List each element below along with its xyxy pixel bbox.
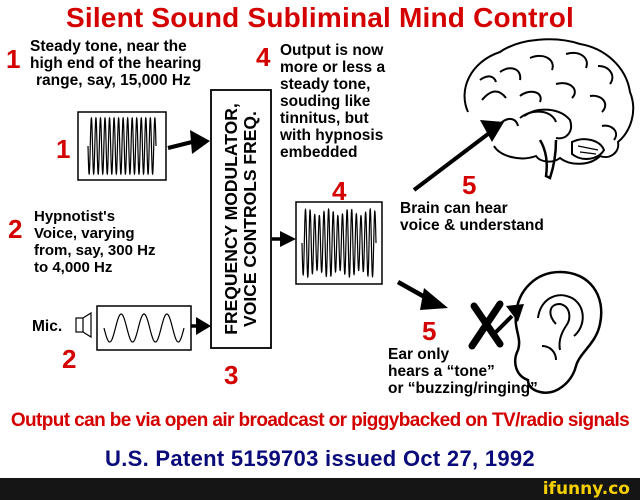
step1-label: 1 <box>56 134 71 164</box>
ear-caption: Ear only hears a “tone” or “buzzing/ring… <box>388 346 538 397</box>
step3-label: 3 <box>224 360 239 390</box>
brain-icon <box>463 38 635 180</box>
watermark-logo: ifunny.co <box>542 479 630 499</box>
step2-label: 2 <box>62 344 77 374</box>
broadcast-note: Output can be via open air broadcast or … <box>10 410 630 431</box>
brain-caption-line: voice & understand <box>400 217 544 234</box>
step5-ear-label: 5 <box>422 316 437 346</box>
arrow-to-ear <box>396 280 448 310</box>
step4-line: tinnitus, but <box>280 110 369 127</box>
step2-description: Hypnotist's Voice, varying from, say, 30… <box>34 208 155 276</box>
step4-line: embedded <box>280 144 358 161</box>
arrow-to-brain <box>412 120 504 192</box>
modulator-text-wrap: FREQUENCY MODULATOR, VOICE CONTROLS FREQ… <box>211 90 271 348</box>
ear-caption-line: Ear only <box>388 346 450 363</box>
step1-line: high end of the hearing <box>30 55 202 72</box>
voice-box <box>96 305 192 351</box>
modulator-line: VOICE CONTROLS FREQ. <box>240 111 260 327</box>
modulator-box <box>210 89 272 349</box>
step2-line: from, say, 300 Hz <box>34 242 156 259</box>
ear-icon <box>514 270 603 394</box>
mic-label: Mic. <box>32 318 63 335</box>
step2-line: Hypnotist's <box>34 208 116 225</box>
output-wave <box>301 207 377 279</box>
steady-tone-wave <box>87 116 157 176</box>
step4-description: Output is now more or less a steady tone… <box>280 42 385 161</box>
arrow-into-ear <box>492 304 524 336</box>
modulator-text: FREQUENCY MODULATOR, VOICE CONTROLS FREQ… <box>221 94 260 344</box>
modulator-line: FREQUENCY MODULATOR, <box>221 103 241 335</box>
arrow-head-2 <box>196 317 211 335</box>
step4-label: 4 <box>332 176 347 206</box>
step1-line: range, say, 15,000 Hz <box>36 72 191 89</box>
step4-line: with hypnosis <box>280 127 384 144</box>
brain-caption-line: Brain can hear <box>400 200 508 217</box>
step1-description: Steady tone, near the high end of the he… <box>30 38 201 89</box>
page-title: Silent Sound Subliminal Mind Control <box>65 2 575 33</box>
step1-line: Steady tone, near the <box>30 38 187 55</box>
step2-line: to 4,000 Hz <box>34 259 113 276</box>
step4-line: Output is now <box>280 42 384 59</box>
voice-wave <box>103 313 185 343</box>
step4-line: steady tone, <box>280 76 371 93</box>
brain-caption: Brain can hear voice & understand <box>400 200 544 234</box>
ear-caption-line: or “buzzing/ringing” <box>388 380 538 397</box>
ear-caption-line: hears a “tone” <box>388 363 495 380</box>
step4-line: more or less a <box>280 59 386 76</box>
microphone-icon <box>75 311 92 339</box>
step4-number: 4 <box>256 42 271 72</box>
step4-line: souding like <box>280 93 371 110</box>
step1-number: 1 <box>6 44 21 74</box>
arrow-tone-to-modulator <box>167 140 193 150</box>
step2-number: 2 <box>8 214 23 244</box>
footer-bar <box>0 478 640 500</box>
patent-note: U.S. Patent 5159703 issued Oct 27, 1992 <box>105 446 535 471</box>
step5-brain-label: 5 <box>462 170 477 200</box>
arrow-head-3 <box>280 231 296 247</box>
arrow-head-1 <box>190 130 210 154</box>
step2-line: Voice, varying <box>34 225 135 242</box>
cross-mark-icon <box>468 300 504 350</box>
